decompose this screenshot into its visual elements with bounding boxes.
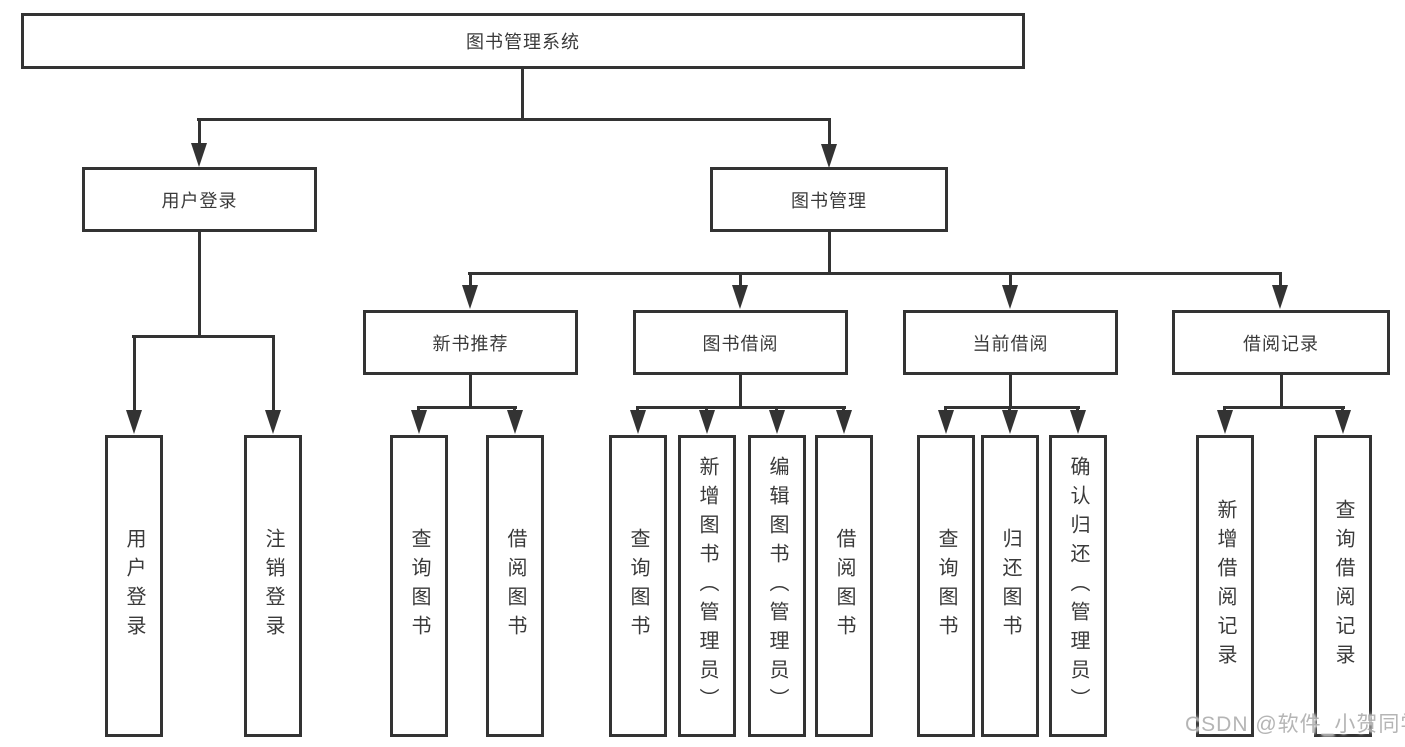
- connector-vline: [1009, 375, 1012, 406]
- leaf-label: 借阅图书: [504, 528, 526, 644]
- leaf-label: 借阅图书: [833, 528, 855, 644]
- connector-hline: [468, 272, 1282, 275]
- connector-vline: [828, 232, 831, 272]
- leaf-label: 新增图书（管理员）: [696, 455, 718, 717]
- arrowhead-icon: [1217, 410, 1233, 434]
- arrowhead-icon: [265, 410, 281, 434]
- leaf-label: 注销登录: [262, 528, 284, 644]
- csdn-watermark: CSDN @软件_小贺同学: [1185, 713, 1405, 736]
- leaf-query-book-1: 查询图书: [390, 435, 448, 737]
- connector-hline: [944, 406, 1080, 409]
- connector-vline: [133, 335, 136, 414]
- leaf-add-book-admin: 新增图书（管理员）: [678, 435, 736, 737]
- leaf-query-book-2: 查询图书: [609, 435, 667, 737]
- leaf-query-book-3: 查询图书: [917, 435, 975, 737]
- arrowhead-icon: [126, 410, 142, 434]
- connector-vline: [1279, 272, 1282, 289]
- node-book-management: 图书管理: [710, 167, 948, 232]
- arrowhead-icon: [630, 410, 646, 434]
- connector-vline: [739, 375, 742, 406]
- leaf-label: 查询图书: [627, 528, 649, 644]
- connector-hline: [636, 406, 846, 409]
- connector-vline: [469, 375, 472, 406]
- arrowhead-icon: [821, 144, 837, 168]
- node-user-login: 用户登录: [82, 167, 317, 232]
- leaf-borrow-book-2: 借阅图书: [815, 435, 873, 737]
- node-root: 图书管理系统: [21, 13, 1025, 69]
- arrowhead-icon: [1070, 410, 1086, 434]
- arrowhead-icon: [732, 285, 748, 309]
- leaf-add-borrow-record: 新增借阅记录: [1196, 435, 1254, 737]
- connector-hline: [197, 118, 831, 121]
- connector-hline: [417, 406, 517, 409]
- leaf-label: 查询借阅记录: [1332, 499, 1354, 673]
- node-book-borrow: 图书借阅: [633, 310, 848, 375]
- leaf-label: 查询图书: [408, 528, 430, 644]
- connector-vline: [198, 118, 201, 147]
- connector-vline: [1009, 272, 1012, 289]
- connector-hline: [1223, 406, 1345, 409]
- leaf-borrow-book-1: 借阅图书: [486, 435, 544, 737]
- arrowhead-icon: [938, 410, 954, 434]
- connector-vline: [198, 232, 201, 335]
- leaf-edit-book-admin: 编辑图书（管理员）: [748, 435, 806, 737]
- leaf-label: 编辑图书（管理员）: [766, 455, 788, 717]
- leaf-user-login: 用户登录: [105, 435, 163, 737]
- arrowhead-icon: [1002, 410, 1018, 434]
- arrowhead-icon: [1335, 410, 1351, 434]
- connector-vline: [828, 118, 831, 148]
- arrowhead-icon: [1002, 285, 1018, 309]
- connector-vline: [521, 69, 524, 118]
- leaf-label: 查询图书: [935, 528, 957, 644]
- leaf-confirm-return-admin: 确认归还（管理员）: [1049, 435, 1107, 737]
- connector-vline: [739, 272, 742, 289]
- arrowhead-icon: [1272, 285, 1288, 309]
- connector-vline: [1280, 375, 1283, 406]
- arrowhead-icon: [411, 410, 427, 434]
- leaf-label: 归还图书: [999, 528, 1021, 644]
- connector-hline: [132, 335, 275, 338]
- leaf-label: 新增借阅记录: [1214, 499, 1236, 673]
- leaf-query-borrow-record: 查询借阅记录: [1314, 435, 1372, 737]
- leaf-label: 用户登录: [123, 528, 145, 644]
- arrowhead-icon: [507, 410, 523, 434]
- arrowhead-icon: [836, 410, 852, 434]
- leaf-return-book: 归还图书: [981, 435, 1039, 737]
- connector-vline: [272, 335, 275, 414]
- node-new-book-recommend: 新书推荐: [363, 310, 578, 375]
- arrowhead-icon: [191, 143, 207, 167]
- node-borrow-record: 借阅记录: [1172, 310, 1390, 375]
- connector-vline: [469, 272, 472, 289]
- node-current-borrow: 当前借阅: [903, 310, 1118, 375]
- leaf-logout: 注销登录: [244, 435, 302, 737]
- arrowhead-icon: [462, 285, 478, 309]
- leaf-label: 确认归还（管理员）: [1067, 455, 1089, 717]
- arrowhead-icon: [699, 410, 715, 434]
- arrowhead-icon: [769, 410, 785, 434]
